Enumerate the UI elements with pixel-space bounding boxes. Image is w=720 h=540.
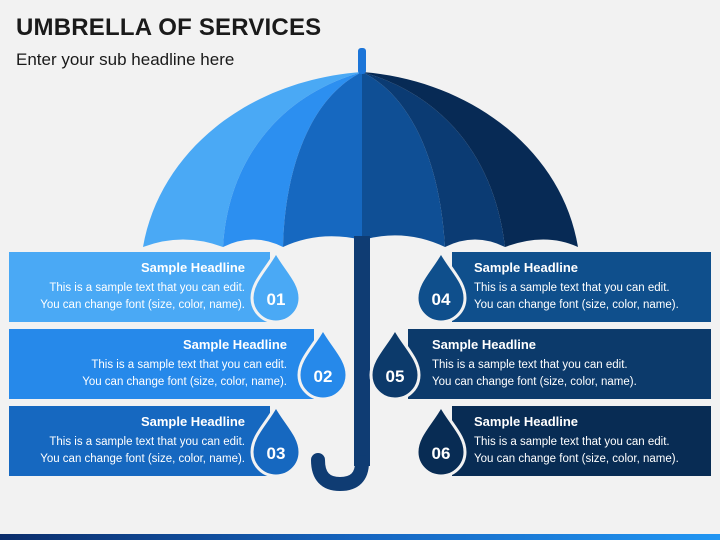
item-card-04: Sample Headline This is a sample text th… bbox=[474, 252, 710, 322]
item-number-06: 06 bbox=[431, 444, 451, 463]
item-headline: Sample Headline bbox=[474, 414, 579, 429]
drop-icon-05 bbox=[369, 325, 421, 401]
page-subtitle: Enter your sub headline here bbox=[16, 50, 235, 69]
canopy-panel-4 bbox=[362, 72, 445, 247]
drop-icon-01 bbox=[250, 248, 302, 324]
item-box-bg-06 bbox=[452, 406, 711, 476]
item-card-06: Sample Headline This is a sample text th… bbox=[474, 406, 710, 476]
item-text-line: This is a sample text that you can edit. bbox=[49, 436, 245, 448]
canopy-panel-2 bbox=[223, 72, 362, 247]
item-number-05: 05 bbox=[385, 367, 405, 386]
item-card-05: Sample Headline This is a sample text th… bbox=[432, 329, 710, 399]
item-box-bg-04 bbox=[452, 252, 711, 322]
item-box-bg-02 bbox=[9, 329, 314, 399]
item-headline: Sample Headline bbox=[474, 260, 579, 275]
item-number-03: 03 bbox=[266, 444, 286, 463]
footer-bar bbox=[0, 534, 720, 540]
item-card-03: Sample Headline This is a sample text th… bbox=[9, 406, 245, 476]
umbrella-shaft bbox=[354, 236, 370, 466]
item-box-bg-01 bbox=[9, 252, 270, 322]
item-headline: Sample Headline bbox=[140, 414, 245, 429]
drop-icon-02 bbox=[297, 325, 349, 401]
item-box-bg-03 bbox=[9, 406, 270, 476]
item-text-line: This is a sample text that you can edit. bbox=[91, 359, 287, 371]
drop-icon-03 bbox=[250, 402, 302, 478]
item-text-line: This is a sample text that you can edit. bbox=[432, 359, 628, 371]
item-headline: Sample Headline bbox=[432, 337, 537, 352]
canopy-panel-6 bbox=[362, 72, 578, 247]
item-card-01: Sample Headline This is a sample text th… bbox=[9, 252, 245, 322]
umbrella-handle bbox=[311, 453, 369, 492]
item-text-line: You can change font (size, color, name). bbox=[82, 376, 287, 388]
item-number-01: 01 bbox=[266, 290, 286, 309]
item-text-line: You can change font (size, color, name). bbox=[474, 299, 679, 311]
canopy-panel-1 bbox=[143, 72, 362, 247]
drop-icon-06 bbox=[415, 402, 467, 478]
drop-icon-04 bbox=[415, 248, 467, 324]
item-text-line: This is a sample text that you can edit. bbox=[474, 282, 670, 294]
item-number-04: 04 bbox=[431, 290, 451, 309]
item-box-bg-05 bbox=[408, 329, 711, 399]
item-number-02: 02 bbox=[313, 367, 333, 386]
canopy-panel-5 bbox=[362, 72, 505, 247]
item-text-line: This is a sample text that you can edit. bbox=[474, 436, 670, 448]
item-headline: Sample Headline bbox=[182, 337, 287, 352]
item-text-line: You can change font (size, color, name). bbox=[474, 453, 679, 465]
item-text-line: You can change font (size, color, name). bbox=[432, 376, 637, 388]
umbrella-tip bbox=[358, 48, 366, 74]
item-text-line: You can change font (size, color, name). bbox=[40, 299, 245, 311]
page-title: UMBRELLA OF SERVICES bbox=[16, 14, 322, 41]
item-headline: Sample Headline bbox=[140, 260, 245, 275]
item-text-line: You can change font (size, color, name). bbox=[40, 453, 245, 465]
canopy-panel-3 bbox=[283, 72, 362, 247]
item-card-02: Sample Headline This is a sample text th… bbox=[9, 329, 287, 399]
item-text-line: This is a sample text that you can edit. bbox=[49, 282, 245, 294]
